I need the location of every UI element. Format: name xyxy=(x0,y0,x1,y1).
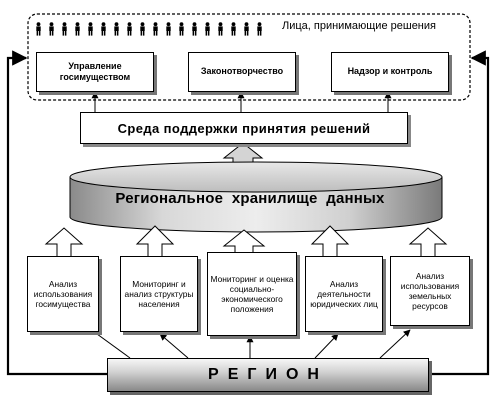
person-icon xyxy=(71,22,84,36)
person-icon xyxy=(175,22,188,36)
decision-makers-group xyxy=(32,22,266,36)
analysis-up-arrows xyxy=(44,225,448,256)
box-supervision: Надзор и контроль xyxy=(331,52,449,92)
decision-support-box: Среда поддержки принятия решений xyxy=(80,112,408,144)
person-icon xyxy=(253,22,266,36)
person-icon xyxy=(136,22,149,36)
data-storage-label: Региональное хранилище данных xyxy=(115,190,385,207)
analysis-socioeconomic: Мониторинг и оценка социально-экономичес… xyxy=(207,252,297,336)
person-icon xyxy=(97,22,110,36)
right-feedback-line xyxy=(432,50,490,376)
person-icon xyxy=(149,22,162,36)
left-feedback-line xyxy=(6,50,107,376)
person-icon xyxy=(110,22,123,36)
analysis-legal-entities: Анализ деятельности юридических лиц xyxy=(305,256,383,332)
analysis-land-resources: Анализ использования земельных ресурсов xyxy=(390,256,470,326)
person-icon xyxy=(58,22,71,36)
box-state-property: Управление госимуществом xyxy=(36,52,154,92)
decision-makers-frame xyxy=(27,13,471,101)
person-icon xyxy=(162,22,175,36)
person-icon xyxy=(227,22,240,36)
region-box: РЕГИОН xyxy=(107,358,429,392)
person-icon xyxy=(240,22,253,36)
analysis-state-property: Анализ использования госимущества xyxy=(27,256,99,332)
box-lawmaking: Законотворчество xyxy=(188,52,296,92)
analysis-population: Мониторинг и анализ структуры населения xyxy=(120,256,198,332)
person-icon xyxy=(45,22,58,36)
person-icon xyxy=(123,22,136,36)
person-icon xyxy=(188,22,201,36)
person-icon xyxy=(201,22,214,36)
person-icon xyxy=(84,22,97,36)
person-icon xyxy=(214,22,227,36)
person-icon xyxy=(32,22,45,36)
decision-makers-label: Лица, принимающие решения xyxy=(282,20,436,32)
data-storage-cylinder xyxy=(69,161,443,233)
